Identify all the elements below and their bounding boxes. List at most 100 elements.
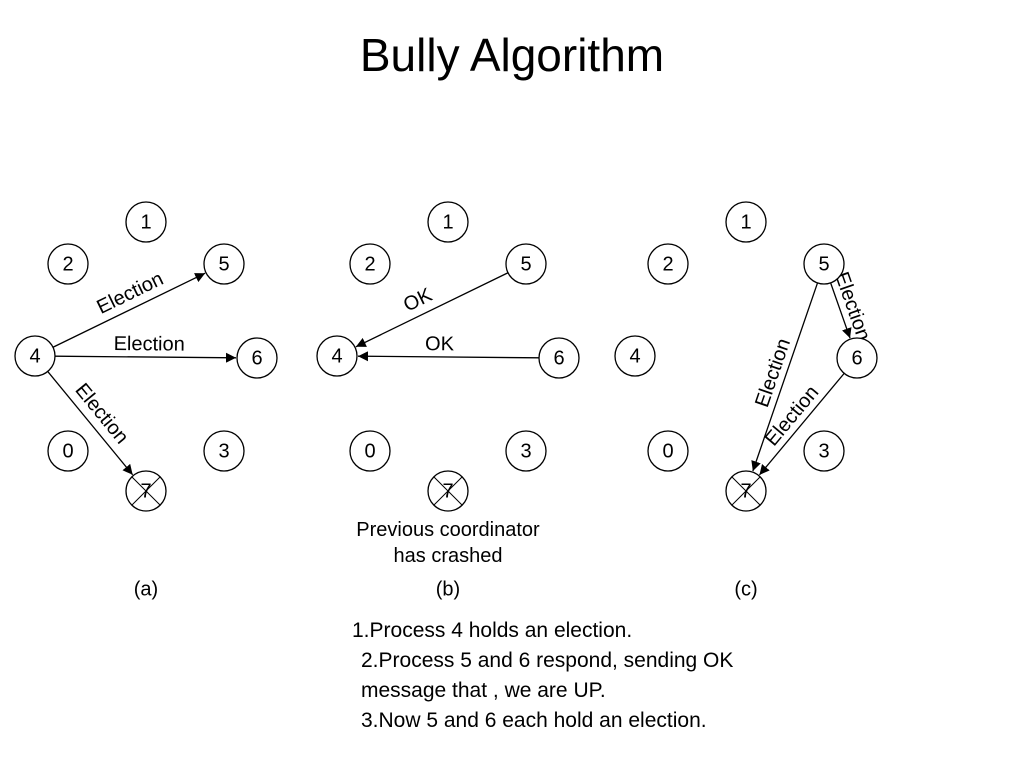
process-node-6: 6 xyxy=(236,337,278,379)
message-label-4-to-5: Election xyxy=(93,268,167,319)
node-label: 3 xyxy=(818,440,829,462)
step-2: 2.Process 5 and 6 respond, sending OK xyxy=(361,649,734,672)
process-node-3: 3 xyxy=(803,430,845,472)
node-circle xyxy=(647,430,689,472)
process-node-5: 5 xyxy=(203,243,245,285)
node-circle xyxy=(614,335,656,377)
process-node-3: 3 xyxy=(505,430,547,472)
node-label: 0 xyxy=(62,440,73,462)
arrow-6-to-4 xyxy=(357,351,540,362)
steps-list: 1.Process 4 holds an election. 2.Process… xyxy=(352,616,852,736)
process-node-2: 2 xyxy=(647,243,689,285)
node-label: 1 xyxy=(740,211,751,233)
process-node-0: 0 xyxy=(47,430,89,472)
process-node-6: 6 xyxy=(538,337,580,379)
process-node-4: 4 xyxy=(614,335,656,377)
node-circle xyxy=(647,243,689,285)
node-label: 2 xyxy=(62,253,73,275)
process-node-7: 7 xyxy=(125,470,167,512)
panel-label: (c) xyxy=(734,578,757,600)
process-node-0: 0 xyxy=(349,430,391,472)
message-label-5-to-6: Election xyxy=(830,269,874,343)
node-circle xyxy=(125,201,167,243)
node-label: 6 xyxy=(553,347,564,369)
node-label: 7 xyxy=(740,480,751,502)
node-circle xyxy=(349,430,391,472)
node-circle xyxy=(47,243,89,285)
node-label: 3 xyxy=(218,440,229,462)
process-node-7: 7 xyxy=(427,470,469,512)
step-2-continued: message that , we are UP. xyxy=(361,679,606,702)
node-label: 3 xyxy=(520,440,531,462)
process-node-2: 2 xyxy=(47,243,89,285)
node-circle xyxy=(538,337,580,379)
process-node-2: 2 xyxy=(349,243,391,285)
process-node-1: 1 xyxy=(427,201,469,243)
crash-caption-line: Previous coordinator xyxy=(356,519,540,541)
node-circle xyxy=(427,201,469,243)
step-1: 1.Process 4 holds an election. xyxy=(352,619,633,642)
node-label: 2 xyxy=(662,253,673,275)
node-circle xyxy=(505,243,547,285)
message-label-6-to-4: OK xyxy=(425,333,455,355)
node-label: 4 xyxy=(29,345,40,367)
node-circle xyxy=(47,430,89,472)
node-circle xyxy=(236,337,278,379)
process-node-4: 4 xyxy=(316,335,358,377)
process-node-1: 1 xyxy=(125,201,167,243)
node-label: 4 xyxy=(331,345,342,367)
process-node-5: 5 xyxy=(803,243,845,285)
node-circle xyxy=(14,335,56,377)
arrow-4-to-7 xyxy=(47,371,134,476)
process-node-1: 1 xyxy=(725,201,767,243)
message-label-5-to-4: OK xyxy=(400,284,436,317)
arrow-5-to-6 xyxy=(830,282,852,339)
node-circle xyxy=(316,335,358,377)
node-circle xyxy=(349,243,391,285)
process-node-4: 4 xyxy=(14,335,56,377)
panel-label: (b) xyxy=(436,578,460,600)
node-label: 5 xyxy=(218,253,229,275)
node-label: 5 xyxy=(818,253,829,275)
crash-cross-mark xyxy=(731,476,761,506)
node-circle xyxy=(505,430,547,472)
node-circle xyxy=(803,243,845,285)
arrow-4-to-6 xyxy=(54,352,237,363)
step-3: 3.Now 5 and 6 each hold an election. xyxy=(361,709,707,732)
node-circle xyxy=(203,243,245,285)
node-label: 4 xyxy=(629,345,640,367)
panel-label: (a) xyxy=(134,578,158,600)
crash-cross-mark xyxy=(131,476,161,506)
process-node-7: 7 xyxy=(725,470,767,512)
node-label: 7 xyxy=(140,480,151,502)
message-label-5-to-7: Election xyxy=(751,336,795,410)
crash-cross-mark xyxy=(433,476,463,506)
node-circle xyxy=(836,337,878,379)
process-node-5: 5 xyxy=(505,243,547,285)
arrow-5-to-4 xyxy=(355,272,509,348)
arrow-4-to-5 xyxy=(52,272,206,348)
process-node-0: 0 xyxy=(647,430,689,472)
node-label: 2 xyxy=(364,253,375,275)
process-node-3: 3 xyxy=(203,430,245,472)
node-circle xyxy=(725,201,767,243)
arrow-5-to-7 xyxy=(751,282,819,472)
process-node-6: 6 xyxy=(836,337,878,379)
node-label: 0 xyxy=(662,440,673,462)
message-label-4-to-6: Election xyxy=(114,333,185,356)
node-label: 5 xyxy=(520,253,531,275)
node-circle xyxy=(203,430,245,472)
node-circle xyxy=(803,430,845,472)
node-label: 6 xyxy=(251,347,262,369)
arrow-6-to-7 xyxy=(758,372,845,476)
node-label: 1 xyxy=(140,211,151,233)
crash-caption-line: has crashed xyxy=(394,545,503,567)
node-label: 6 xyxy=(851,347,862,369)
node-label: 1 xyxy=(442,211,453,233)
node-label: 0 xyxy=(364,440,375,462)
slide-title: Bully Algorithm xyxy=(359,29,665,81)
